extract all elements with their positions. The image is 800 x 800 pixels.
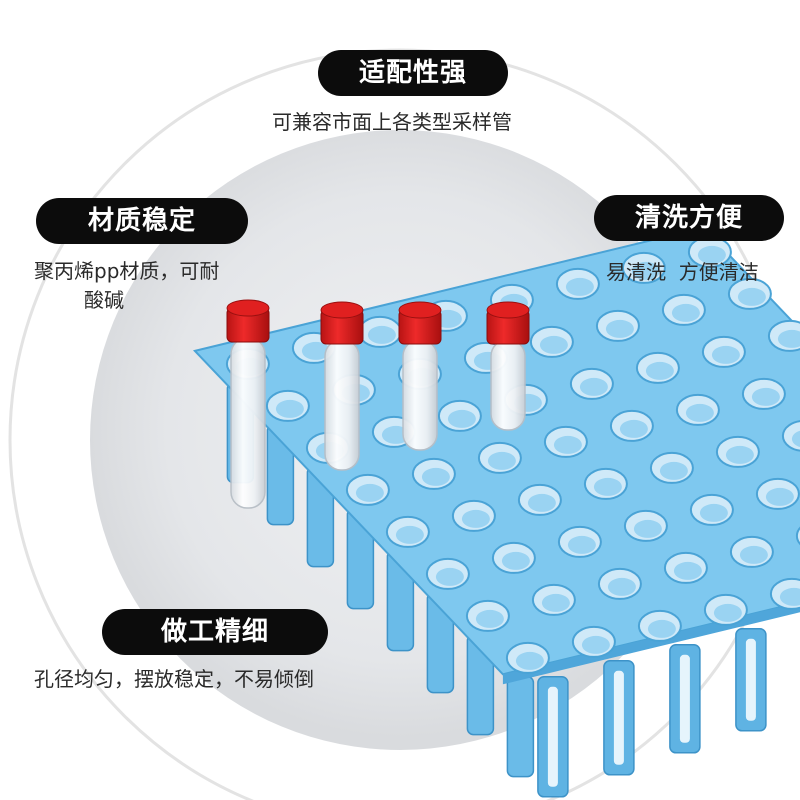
- desc-craft: 孔径均匀，摆放稳定，不易倾倒: [34, 667, 314, 691]
- rack-hole-inner: [697, 245, 726, 264]
- rack-hole-inner: [355, 483, 384, 502]
- rack-leg-slot: [745, 638, 756, 721]
- rack-hole-inner: [711, 345, 740, 364]
- rack-hole-inner: [605, 319, 634, 338]
- desc-cleaning: 易清洗 方便清洁: [606, 260, 759, 284]
- rack-hole-inner: [777, 329, 800, 348]
- rack-hole-inner: [447, 409, 476, 428]
- rack-hole-inner: [739, 545, 768, 564]
- badge-cleaning: 清洗方便: [594, 195, 784, 241]
- rack-hole-inner: [501, 551, 530, 570]
- rack-hole: [795, 526, 800, 546]
- rack-hole-inner: [765, 487, 794, 506]
- rack-hole-inner: [699, 503, 728, 522]
- rack-leg-slot: [679, 654, 690, 743]
- rack-hole-inner: [791, 430, 800, 448]
- rack-hole-inner: [539, 335, 568, 354]
- desc-material-line1: 聚丙烯pp材质，可耐: [34, 259, 220, 283]
- rack-hole-inner: [685, 403, 714, 422]
- rack-leg-slot: [547, 686, 558, 787]
- rack-hole-inner: [567, 535, 596, 554]
- rack-hole-inner: [607, 577, 636, 596]
- rack-hole-inner: [421, 467, 450, 486]
- test-tube: [402, 339, 438, 451]
- rack-hole-inner: [395, 525, 424, 544]
- test-tube: [324, 339, 360, 471]
- rack-leg-slot: [613, 670, 624, 765]
- rack-hole-inner: [647, 619, 676, 638]
- rack-hole-inner: [367, 325, 396, 344]
- rack-hole-inner: [527, 493, 556, 512]
- test-tube-rack: [192, 226, 800, 798]
- tube-cap-top: [320, 301, 364, 319]
- badge-material: 材质稳定: [36, 198, 248, 244]
- rack-side-leg: [506, 675, 535, 778]
- rack-hole-inner: [737, 287, 766, 306]
- badge-craft: 做工精细: [102, 609, 328, 655]
- rack-hole-inner: [475, 609, 504, 628]
- desc-material-line2: 酸碱: [84, 288, 124, 312]
- rack-hole-inner: [565, 277, 594, 296]
- rack-hole-inner: [593, 477, 622, 496]
- tube-cap-top: [398, 301, 442, 319]
- tube-cap-top: [486, 301, 530, 319]
- rack-hole-inner: [659, 461, 688, 480]
- test-tube: [230, 337, 266, 509]
- rack-hole-inner: [713, 603, 742, 622]
- rack-hole-inner: [541, 593, 570, 612]
- rack-hole-inner: [645, 361, 674, 380]
- rack-hole-inner: [671, 303, 700, 322]
- rack-hole-inner: [435, 567, 464, 586]
- rack-hole-inner: [461, 509, 490, 528]
- badge-compat: 适配性强: [318, 50, 508, 96]
- test-tube: [490, 339, 526, 431]
- rack-hole-inner: [515, 651, 544, 670]
- rack-hole-inner: [553, 435, 582, 454]
- rack-hole-inner: [631, 261, 660, 280]
- rack-hole-inner: [619, 419, 648, 438]
- rack-hole-inner: [673, 561, 702, 580]
- rack-hole-inner: [779, 587, 800, 606]
- rack-hole-inner: [751, 387, 780, 406]
- rack-hole-inner: [633, 519, 662, 538]
- rack-hole-inner: [487, 451, 516, 470]
- rack-hole-inner: [275, 399, 304, 418]
- rack-hole-inner: [725, 445, 754, 464]
- tube-cap-top: [226, 299, 270, 317]
- rack-hole-inner: [579, 377, 608, 396]
- rack-hole-inner: [581, 635, 610, 654]
- rack-hole-inner: [301, 341, 330, 360]
- desc-compat: 可兼容市面上各类型采样管: [272, 110, 512, 134]
